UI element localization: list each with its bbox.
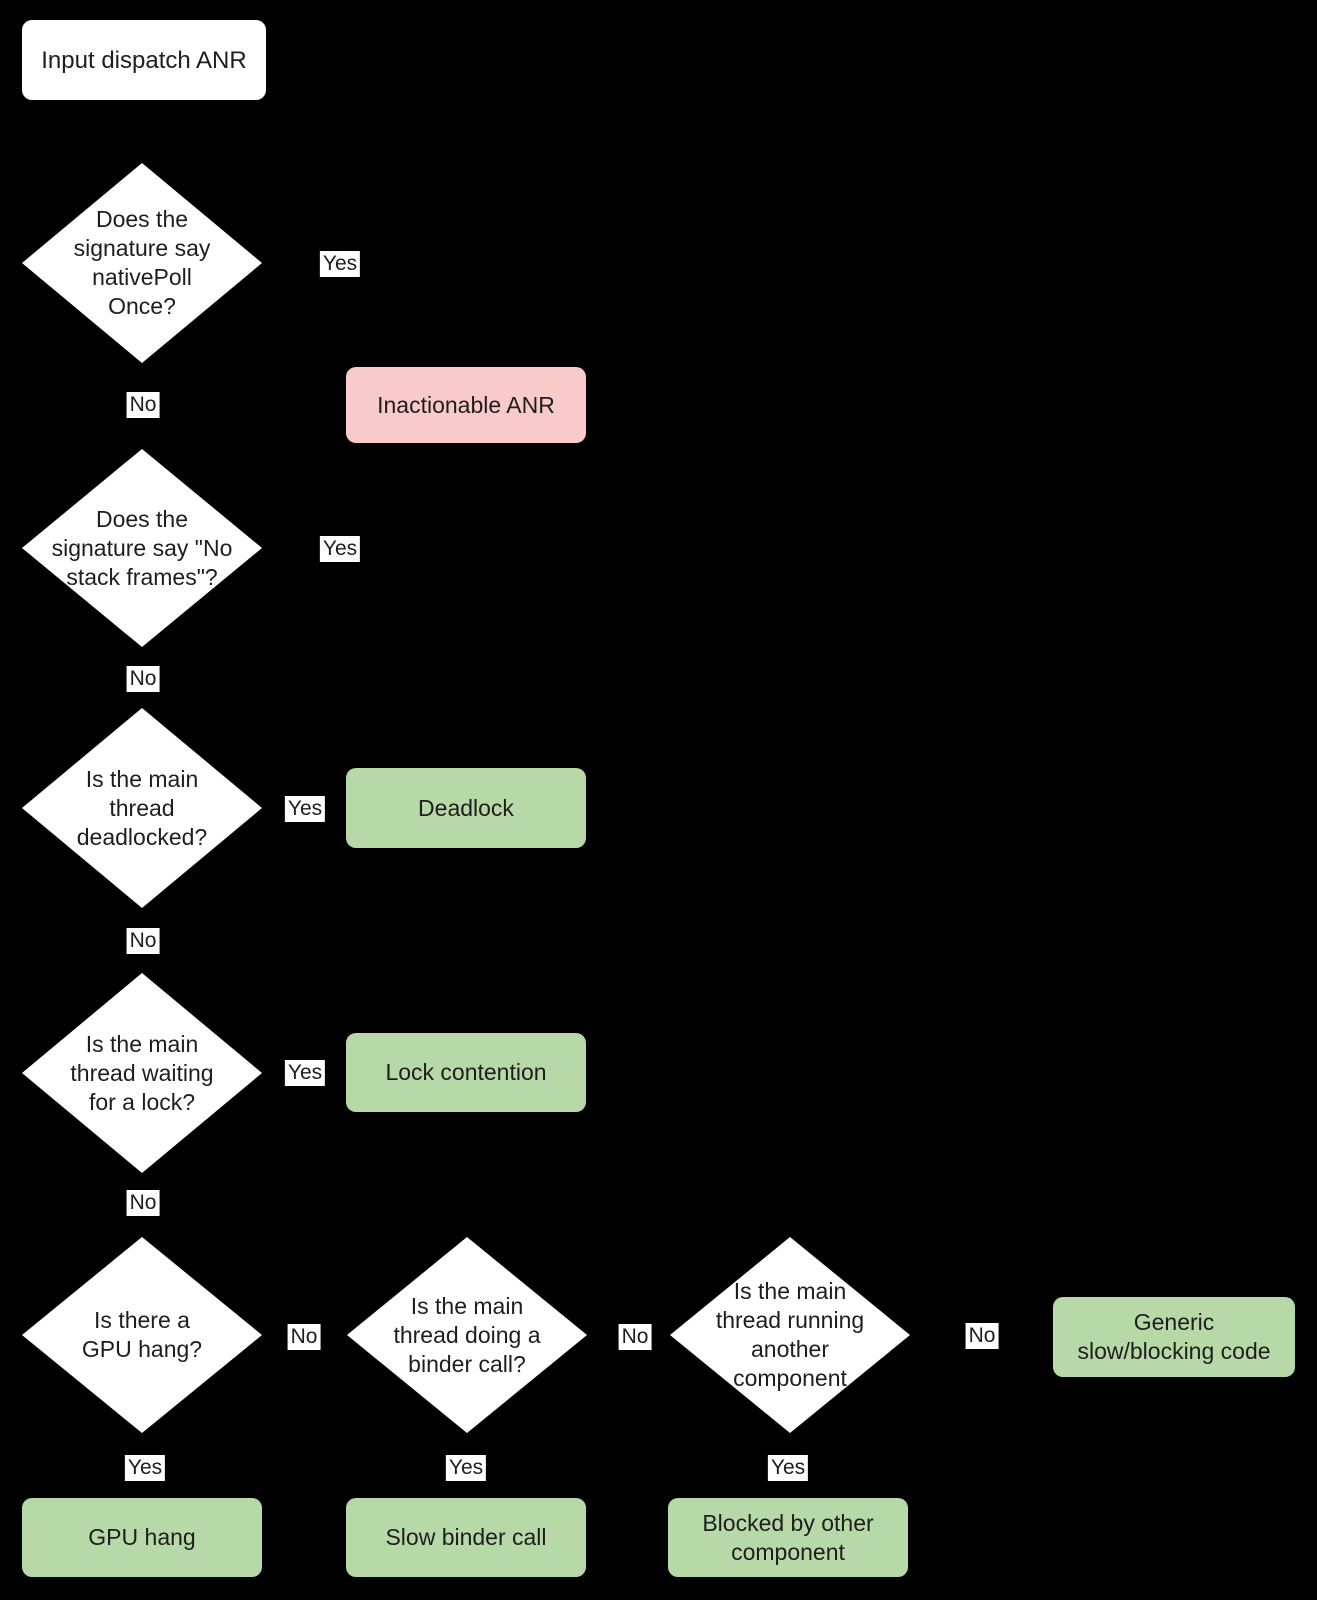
outcome-slow-binder-call: Slow binder call: [346, 1498, 586, 1577]
outcome-gpu-hang-text: GPU hang: [88, 1524, 196, 1550]
outcome-blocked-by-other-component-text: Blocked by other component: [702, 1509, 874, 1565]
decision-main-thread-waiting-for-lock-text: Is the main thread waiting for a lock?: [70, 1030, 214, 1115]
outcome-slow-binder-call-text: Slow binder call: [385, 1524, 547, 1550]
decision-no-stack-frames: Does the signature say "No stack frames"…: [22, 449, 262, 647]
outcome-inactionable-anr: Inactionable ANR: [346, 367, 586, 443]
decision-running-another-component: Is the main thread running another compo…: [670, 1237, 910, 1433]
edge-label-waiting-for-lock-no: No: [126, 1190, 160, 1216]
edge-label-running-another-component-no: No: [965, 1323, 999, 1349]
decision-main-thread-deadlocked-text: Is the main thread deadlocked?: [76, 765, 208, 850]
edge-label-deadlocked-yes: Yes: [284, 796, 326, 822]
decision-gpu-hang: Is there a GPU hang?: [22, 1237, 262, 1433]
edge-label-native-poll-once-no: No: [126, 392, 160, 418]
decision-running-another-component-text: Is the main thread running another compo…: [715, 1278, 865, 1391]
decision-main-thread-deadlocked: Is the main thread deadlocked?: [22, 708, 262, 908]
outcome-deadlock-text: Deadlock: [418, 794, 514, 821]
start-node-text: Input dispatch ANR: [41, 46, 247, 74]
outcome-lock-contention-text: Lock contention: [385, 1059, 547, 1085]
decision-binder-call-text: Is the main thread doing a binder call?: [393, 1292, 541, 1377]
decision-native-poll-once: Does the signature say nativePoll Once?: [22, 163, 262, 363]
outcome-inactionable-anr-text: Inactionable ANR: [377, 391, 555, 418]
outcome-blocked-by-other-component: Blocked by other component: [668, 1498, 908, 1577]
edge-label-running-another-component-yes: Yes: [767, 1455, 809, 1481]
edge-label-no-stack-frames-yes: Yes: [319, 536, 361, 562]
edge-label-gpu-hang-yes: Yes: [124, 1455, 166, 1481]
decision-native-poll-once-text: Does the signature say nativePoll Once?: [73, 206, 211, 319]
edge-label-no-stack-frames-no: No: [126, 666, 160, 692]
outcome-deadlock: Deadlock: [346, 768, 586, 848]
edge-label-binder-call-yes: Yes: [445, 1455, 487, 1481]
edge-label-native-poll-once-yes: Yes: [319, 251, 361, 277]
decision-gpu-hang-text: Is there a GPU hang?: [81, 1307, 203, 1362]
outcome-generic-slow-blocking-code: Generic slow/blocking code: [1053, 1297, 1295, 1377]
edge-label-gpu-hang-no: No: [287, 1324, 321, 1350]
edge-label-waiting-for-lock-yes: Yes: [284, 1060, 326, 1086]
decision-no-stack-frames-text: Does the signature say "No stack frames"…: [51, 505, 233, 590]
outcome-lock-contention: Lock contention: [346, 1033, 586, 1112]
decision-binder-call: Is the main thread doing a binder call?: [347, 1237, 587, 1433]
outcome-generic-slow-blocking-code-text: Generic slow/blocking code: [1077, 1309, 1271, 1364]
start-node-input-dispatch-anr: Input dispatch ANR: [22, 20, 266, 100]
edge-label-binder-call-no: No: [618, 1324, 652, 1350]
outcome-gpu-hang: GPU hang: [22, 1498, 262, 1577]
edge-label-deadlocked-no: No: [126, 928, 160, 954]
decision-main-thread-waiting-for-lock: Is the main thread waiting for a lock?: [22, 973, 262, 1173]
